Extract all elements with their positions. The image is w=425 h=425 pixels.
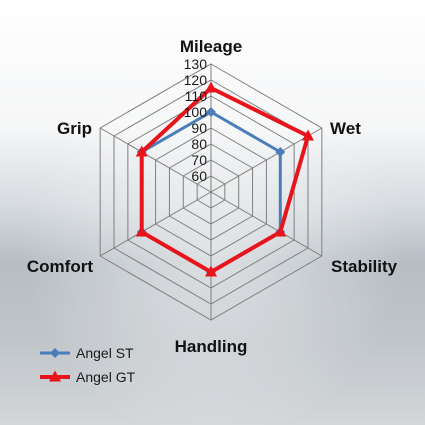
legend-label-angel-st: Angel ST xyxy=(76,345,134,361)
series-angel-gt-line xyxy=(139,86,310,274)
axis-label-handling: Handling xyxy=(175,337,248,356)
legend-label-angel-gt: Angel GT xyxy=(76,369,136,385)
axis-label-stability: Stability xyxy=(331,257,398,276)
chart-legend: Angel ST Angel GT xyxy=(40,345,136,385)
tick-label-90: 90 xyxy=(191,120,207,136)
tick-label-100: 100 xyxy=(184,104,208,120)
legend-marker-angel-gt xyxy=(49,370,61,382)
axis-label-mileage: Mileage xyxy=(180,37,242,56)
tick-label-70: 70 xyxy=(191,152,207,168)
tick-label-130: 130 xyxy=(184,56,208,72)
tick-label-80: 80 xyxy=(191,136,207,152)
grid-spoke-stability xyxy=(210,191,323,257)
tick-label-60: 60 xyxy=(191,168,207,184)
radar-series xyxy=(135,81,314,277)
axis-label-comfort: Comfort xyxy=(27,257,93,276)
tick-label-120: 120 xyxy=(184,72,208,88)
legend-marker-angel-st xyxy=(50,348,60,358)
axis-label-grip: Grip xyxy=(57,119,92,138)
radar-grid xyxy=(99,63,323,321)
tick-label-110: 110 xyxy=(185,88,208,104)
grid-spoke-grip xyxy=(99,127,212,193)
axis-label-wet: Wet xyxy=(330,119,361,138)
grid-spoke-comfort xyxy=(99,191,212,257)
